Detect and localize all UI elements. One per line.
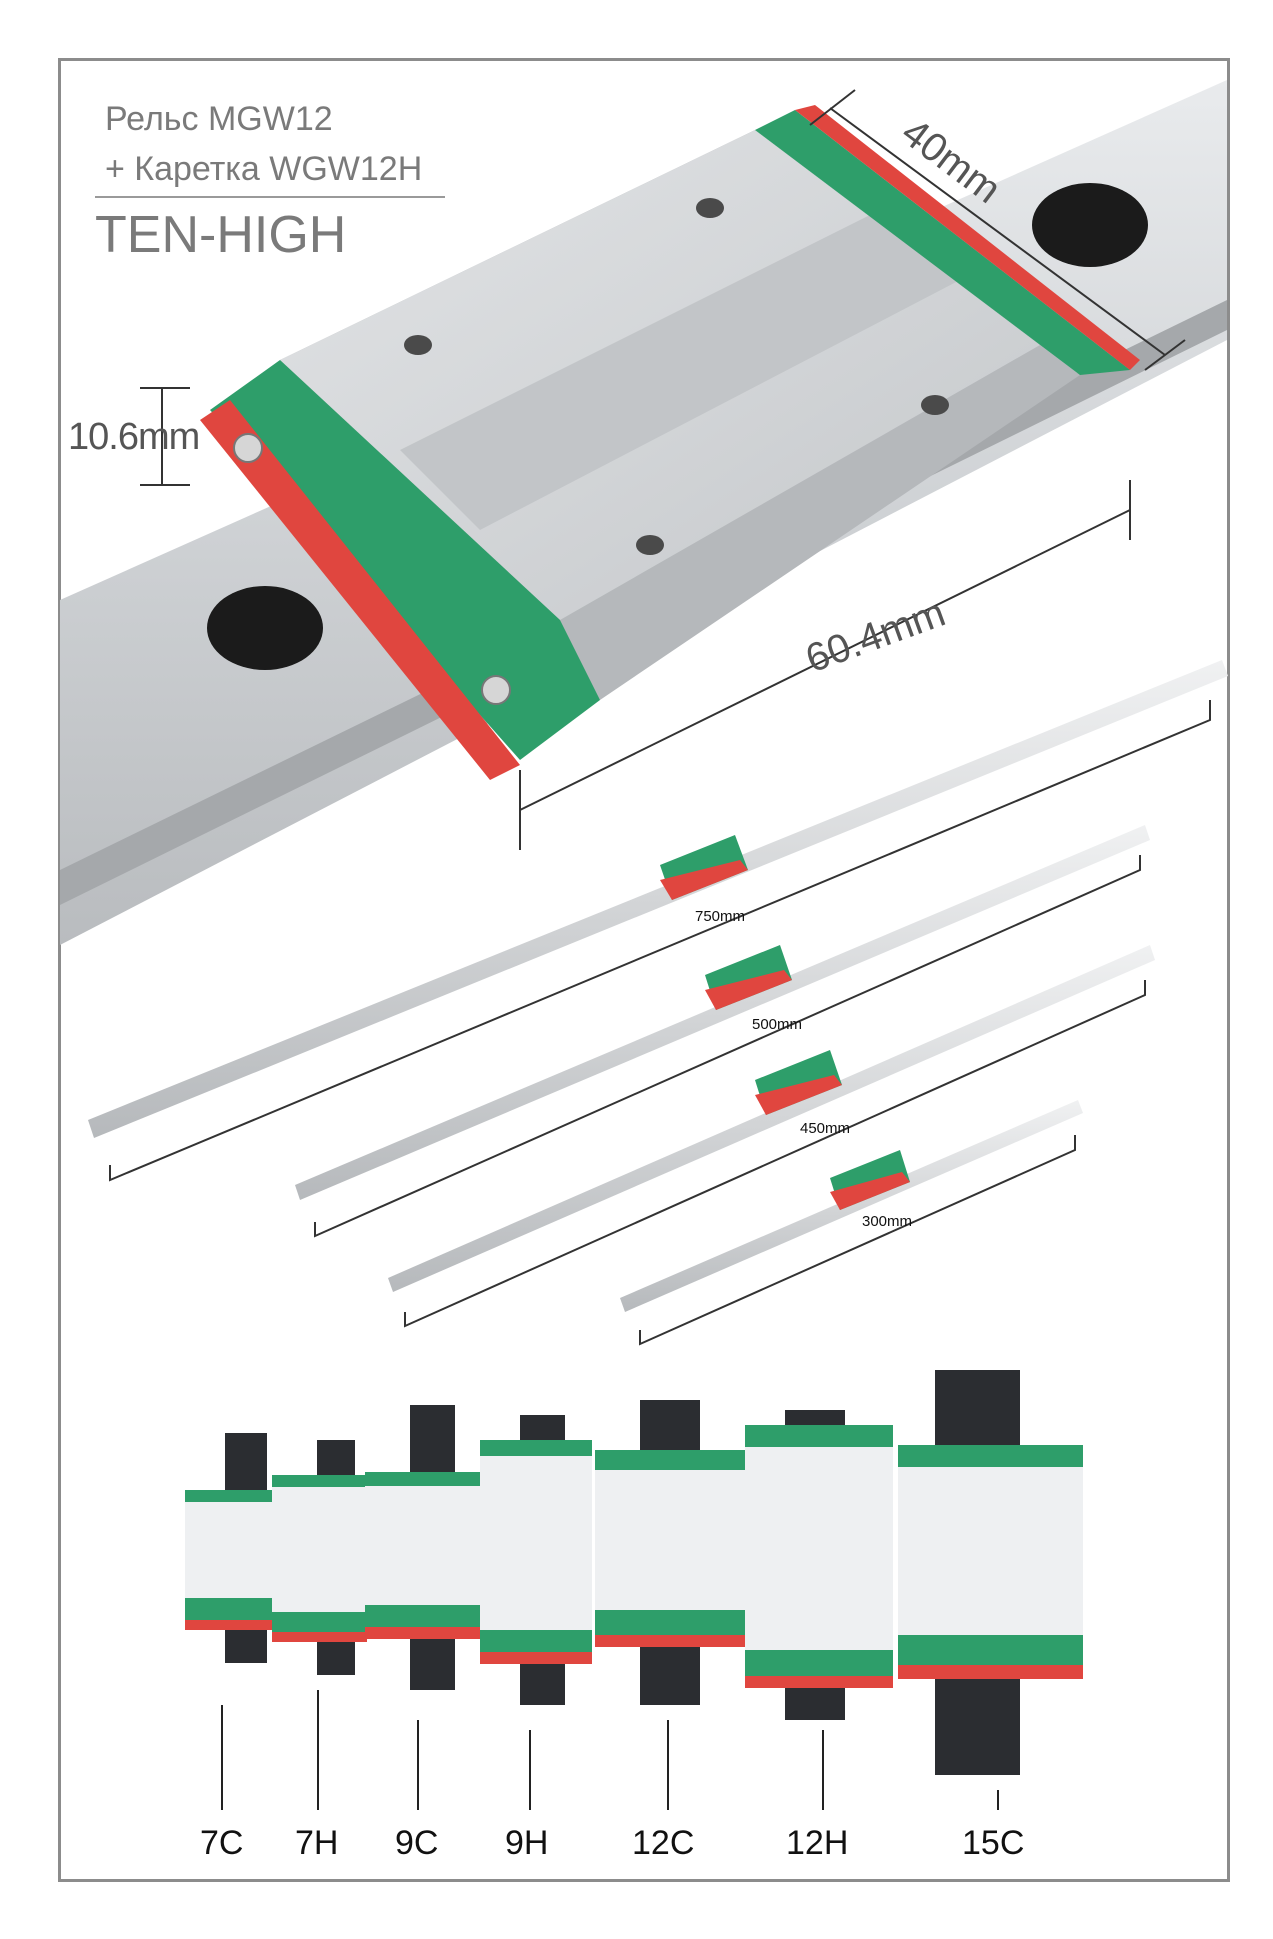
brand-name: TEN-HIGH (95, 206, 347, 264)
rail-hole (1032, 183, 1148, 267)
size-label-12h: 12H (786, 1824, 849, 1862)
title-divider (95, 196, 445, 198)
rail-300 (620, 1100, 1083, 1346)
mount-hole (696, 198, 724, 218)
carriage-9h (480, 1415, 592, 1705)
rail-length-label-750: 750mm (695, 908, 746, 925)
screw (233, 433, 263, 463)
size-label-9c: 9C (395, 1824, 439, 1862)
image-frame (58, 58, 1230, 1882)
dimension-height-label: 10.6mm (68, 416, 200, 458)
rail-500 (295, 825, 1150, 1238)
carriage-7h (272, 1440, 367, 1675)
mount-hole (921, 395, 949, 415)
mount-hole (636, 535, 664, 555)
carriage-lineup (185, 1370, 1083, 1810)
rail-450 (388, 945, 1155, 1328)
carriage-7c (185, 1433, 275, 1663)
rail-hole (207, 586, 323, 670)
carriage-9c (365, 1405, 480, 1690)
size-label-15c: 15C (962, 1824, 1025, 1862)
screw (481, 675, 511, 705)
size-label-9h: 9H (505, 1824, 549, 1862)
carriage-15c (898, 1370, 1083, 1775)
carriage-12h (745, 1410, 893, 1720)
size-label-12c: 12C (632, 1824, 695, 1862)
rail-750 (88, 660, 1228, 1182)
main-carriage (200, 105, 1140, 780)
dimension-lines (140, 89, 1186, 850)
mount-hole (404, 335, 432, 355)
rail-length-label-500: 500mm (752, 1016, 803, 1033)
size-label-7c: 7C (200, 1824, 244, 1862)
carriage-12c (595, 1400, 745, 1705)
product-title-carriage: + Каретка WGW12H (105, 150, 423, 188)
size-label-7h: 7H (295, 1824, 339, 1862)
product-title-rail: Рельс MGW12 (105, 100, 333, 138)
rail-length-label-300: 300mm (862, 1213, 913, 1230)
rail-length-label-450: 450mm (800, 1120, 851, 1137)
